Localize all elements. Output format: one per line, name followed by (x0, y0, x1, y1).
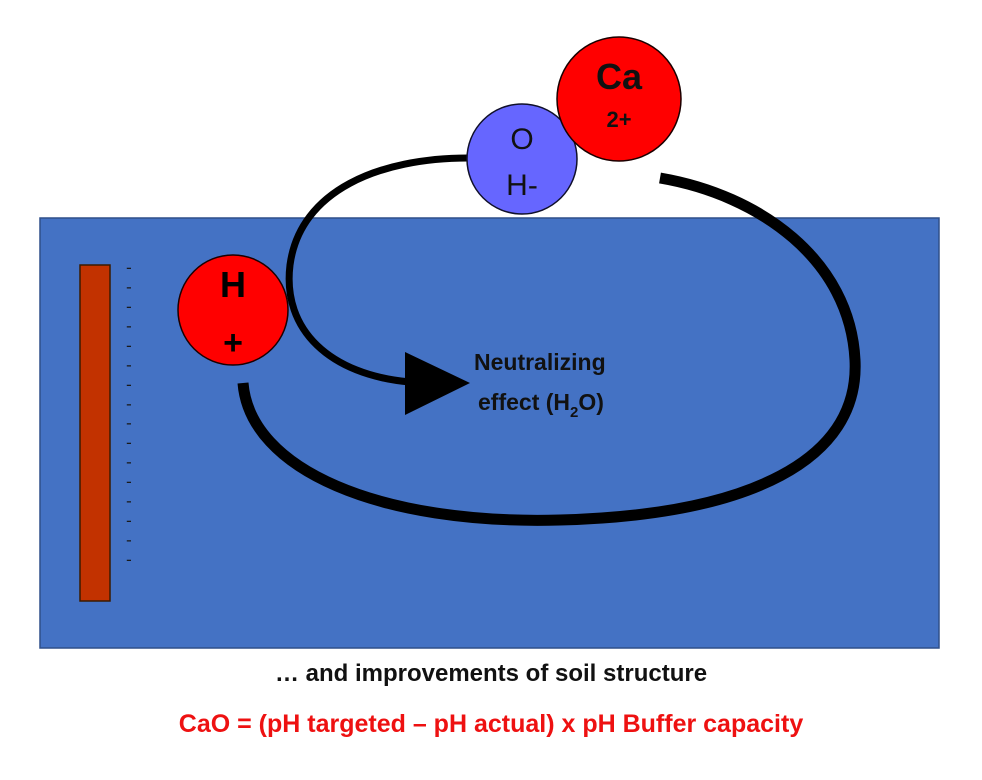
hydroxide-ion-charge: H- (506, 169, 538, 202)
cycle-arc-outer (237, 172, 861, 526)
rod-tick: - (126, 550, 132, 569)
rod-tick: - (126, 511, 132, 530)
rod-tick: - (126, 277, 132, 296)
cycle-arc-inner (285, 154, 469, 386)
soil-block (39, 217, 940, 649)
rod-tick: - (126, 394, 132, 413)
hydrogen-ion: H + (177, 254, 289, 366)
calcium-ion-symbol: Ca (596, 56, 643, 97)
neutralizing-label-suffix: O) (578, 389, 604, 415)
cao-formula-caption: CaO = (pH targeted – pH actual) x pH Buf… (178, 710, 804, 738)
rod-tick: - (126, 433, 132, 452)
neutralizing-label-line2: effect (H2O) (478, 389, 604, 421)
charged-rod (79, 264, 111, 602)
hydrogen-ion-charge: + (223, 324, 243, 362)
rod-tick: - (126, 316, 132, 335)
rod-tick: - (126, 336, 132, 355)
neutralizing-arrowhead (405, 352, 470, 415)
neutralizing-label-prefix: effect (H (478, 389, 570, 415)
neutralizing-label-subscript: 2 (570, 404, 578, 421)
rod-tick: - (126, 453, 132, 472)
rod-tick: - (126, 414, 132, 433)
hydroxide-ion-circle (466, 103, 578, 215)
calcium-ion-circle (556, 36, 682, 162)
calcium-ion-charge: 2+ (606, 107, 631, 132)
calcium-ion: Ca 2+ (556, 36, 682, 162)
neutralizing-label-line1: Neutralizing (474, 349, 606, 375)
rod-tick: - (126, 355, 132, 374)
rod-tick: - (126, 258, 132, 277)
rod-tick: - (126, 375, 132, 394)
hydrogen-ion-symbol: H (220, 264, 246, 305)
hydrogen-ion-circle (177, 254, 289, 366)
rod-ticks: ---------------- (126, 258, 132, 569)
rod-tick: - (126, 531, 132, 550)
soil-structure-caption: … and improvements of soil structure (274, 660, 708, 687)
rod-tick: - (126, 297, 132, 316)
hydroxide-ion-symbol: O (510, 123, 533, 156)
hydroxide-ion: O H- (466, 103, 578, 215)
rod-tick: - (126, 492, 132, 511)
rod-tick: - (126, 472, 132, 491)
